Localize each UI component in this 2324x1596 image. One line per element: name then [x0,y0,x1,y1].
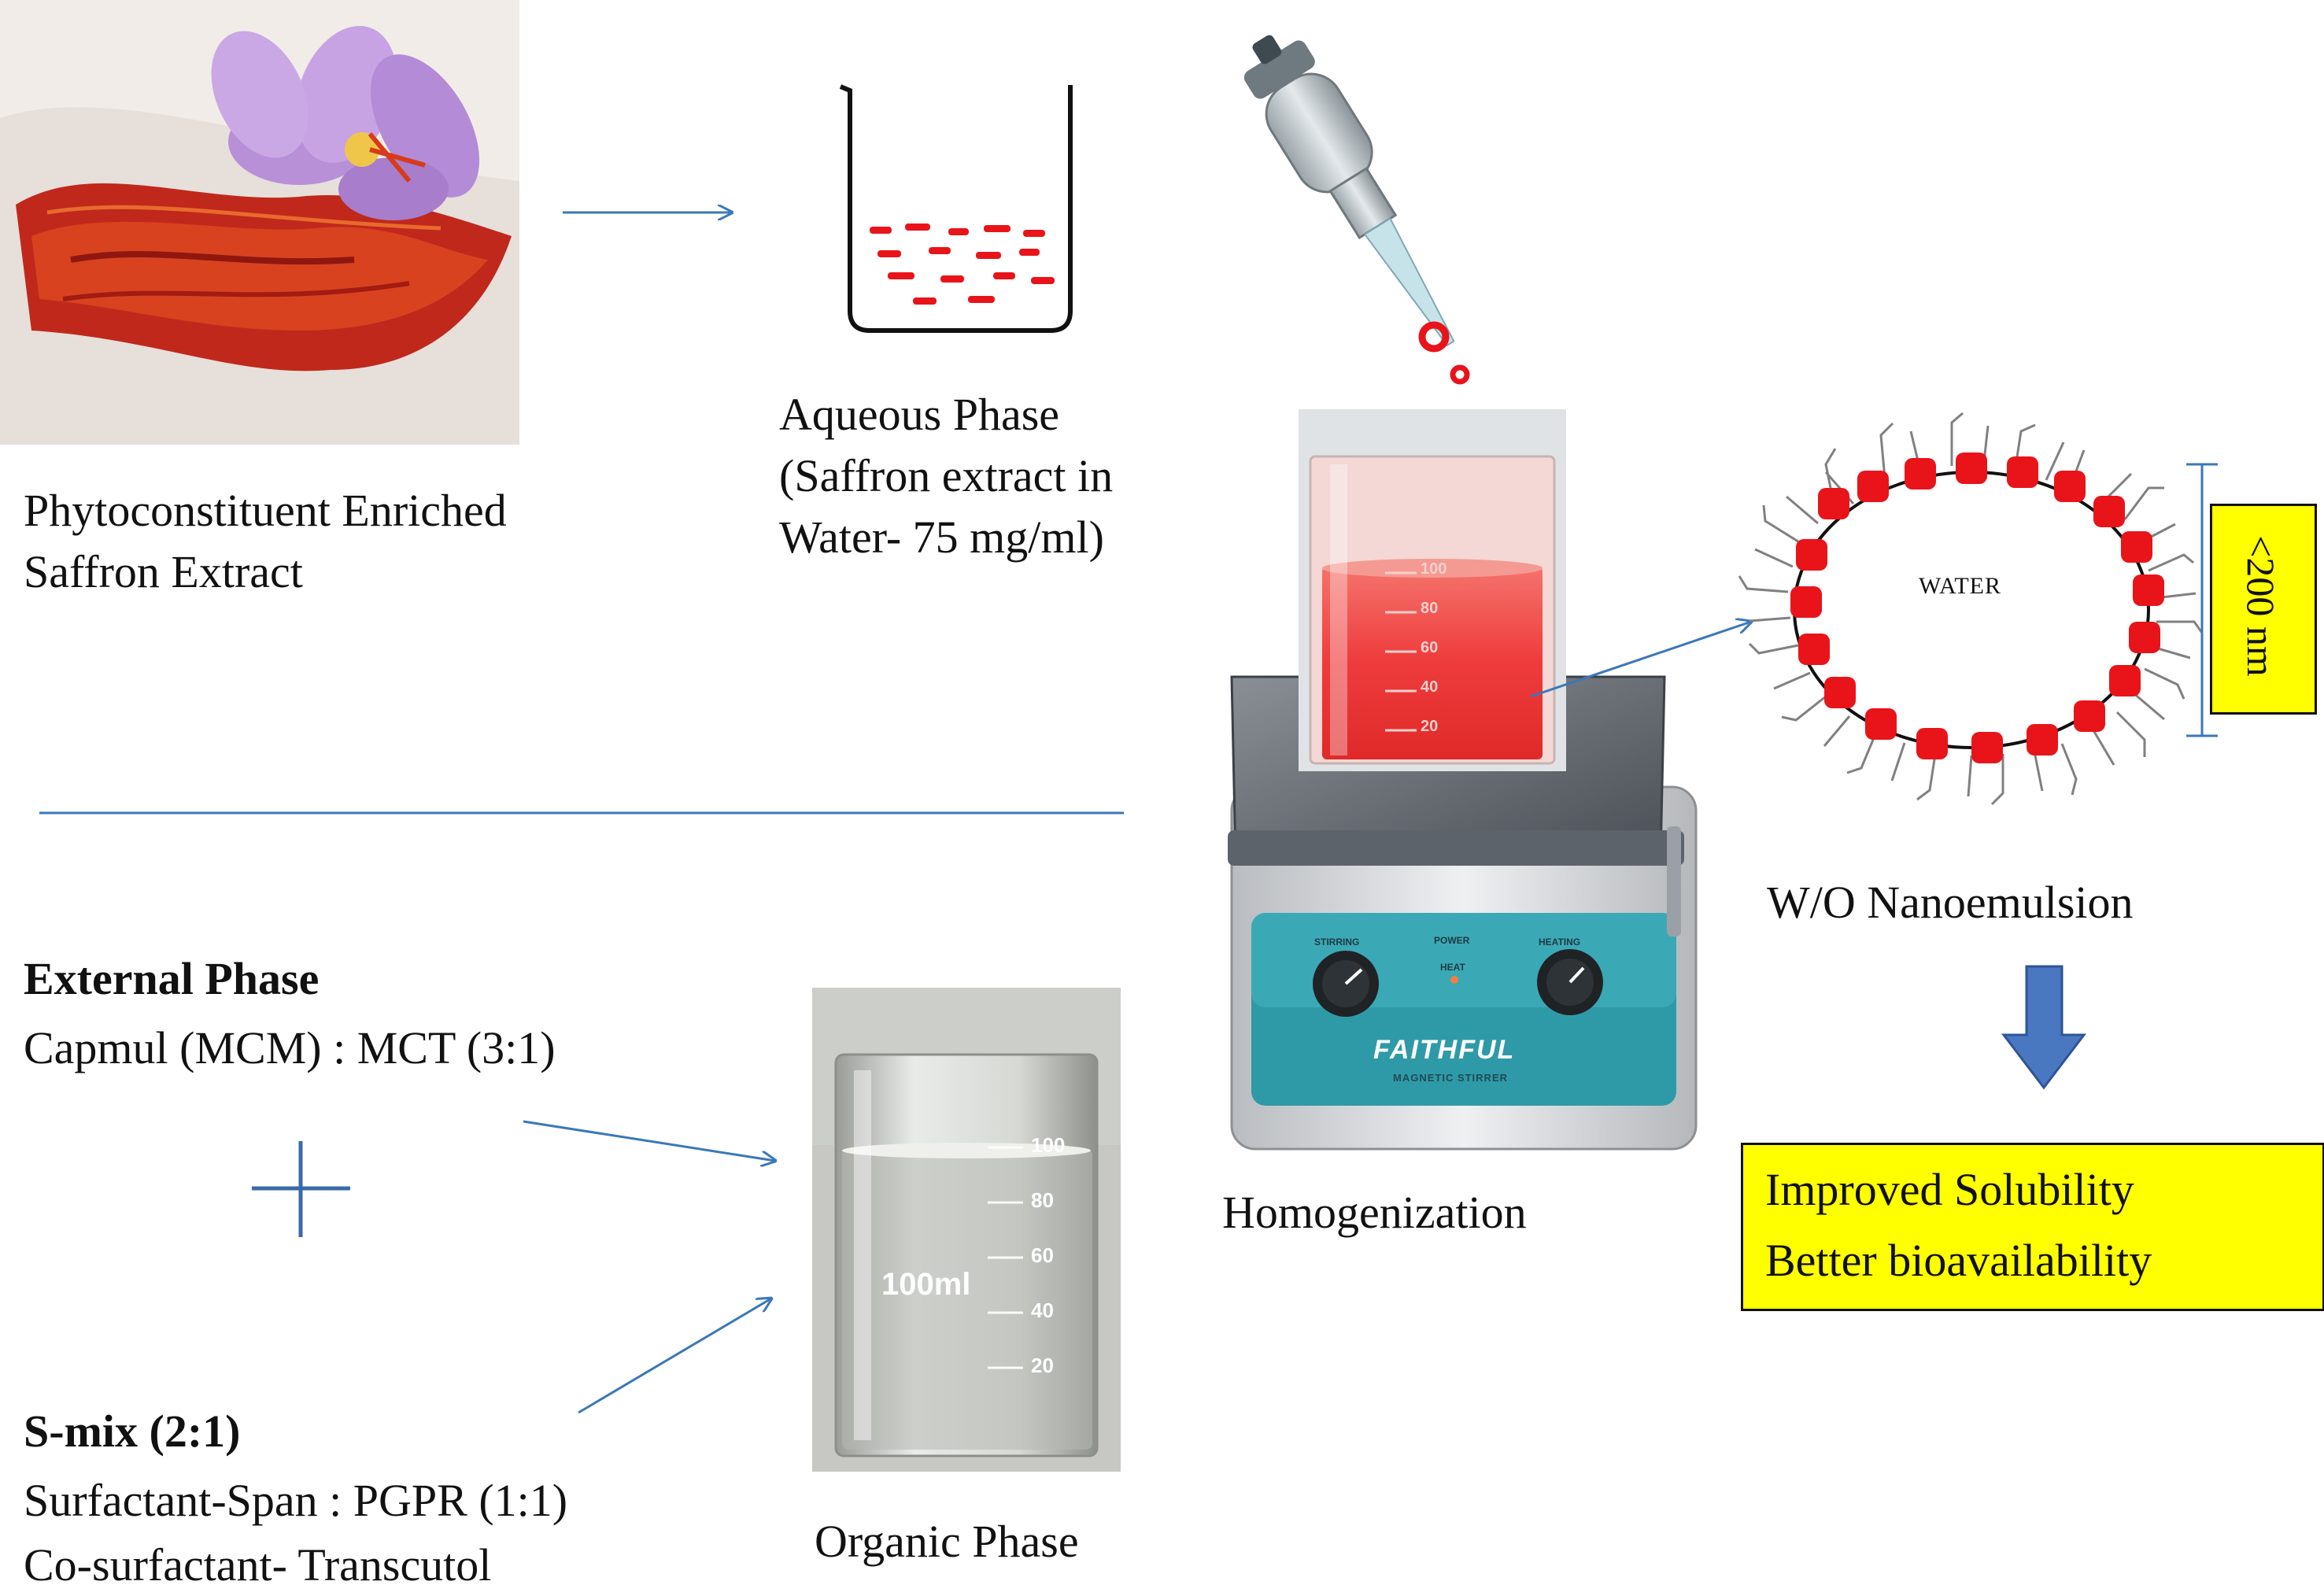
arrow-smix-to-organic [578,1299,771,1414]
stirrer-brand: FAITHFUL [1373,1035,1516,1065]
aqueous-caption-line-3: Water- 75 mg/ml) [779,512,1104,563]
red-tick-20: 20 [1421,718,1439,735]
outcome-line-2: Better bioavailability [1765,1235,2152,1286]
smix-line-1: Surfactant-Span : PGPR (1:1) [24,1475,568,1526]
nanoemulsion-core-label: WATER [1919,573,2001,599]
down-arrow-icon [2001,965,2087,1090]
organic-caption: Organic Phase [815,1516,1079,1567]
arrow-external-to-organic [523,1120,775,1161]
pipette [1243,35,1455,347]
external-phase-title: External Phase [24,953,320,1004]
outcome-box: Improved Solubility Better bioavailabili… [1741,1143,2324,1311]
red-tick-60: 60 [1421,639,1439,656]
nanoemulsion-caption: W/O Nanoemulsion [1767,877,2134,928]
plus-icon [252,1141,350,1237]
size-label: <200 nm [2239,535,2283,677]
saffron-photo [0,0,519,445]
clear-tick-60: 60 [1031,1243,1054,1267]
drop-2 [1450,364,1470,385]
clear-tick-80: 80 [1031,1188,1054,1212]
saffron-caption-line-2: Saffron Extract [24,546,303,597]
stirrer-control-stirring: STIRRING [1314,937,1360,948]
clear-tick-100: 100 [1031,1133,1066,1157]
red-beaker-scale [1385,571,1417,732]
aqueous-caption-line-1: Aqueous Phase [779,389,1060,440]
drop-1 [1418,321,1450,353]
stirrer-subtitle: MAGNETIC STIRRER [1393,1072,1508,1084]
aqueous-beaker [839,84,1073,333]
clear-beaker-volume: 100ml [881,1267,971,1302]
size-badge [2210,504,2317,715]
arrow-beaker-to-nanoemulsion [1530,622,1751,698]
outcome-line-1: Improved Solubility [1765,1164,2134,1215]
smix-line-2: Co-surfactant- Transcutol [24,1539,492,1590]
red-beaker [1299,409,1566,771]
aqueous-caption-line-2: (Saffron extract in [779,450,1114,501]
clear-tick-20: 20 [1031,1354,1054,1377]
clear-beaker [812,988,1121,1472]
stirrer-control-power: POWER [1434,935,1470,946]
stirrer-control-heat: HEAT [1440,962,1465,973]
homogenization-caption: Homogenization [1222,1187,1527,1238]
clear-tick-40: 40 [1031,1299,1054,1322]
external-phase-line: Capmul (MCM) : MCT (3:1) [24,1022,556,1073]
nanoemulsion-droplet [1738,412,2204,806]
red-tick-100: 100 [1421,560,1447,578]
stirrer-control-heating: HEATING [1539,937,1581,948]
clear-beaker-scale [988,1146,1023,1369]
red-tick-40: 40 [1421,678,1439,696]
smix-title: S-mix (2:1) [24,1406,241,1457]
red-tick-80: 80 [1421,600,1439,617]
saffron-caption-line-1: Phytoconstituent Enriched [24,485,507,536]
size-bracket [2186,463,2218,737]
